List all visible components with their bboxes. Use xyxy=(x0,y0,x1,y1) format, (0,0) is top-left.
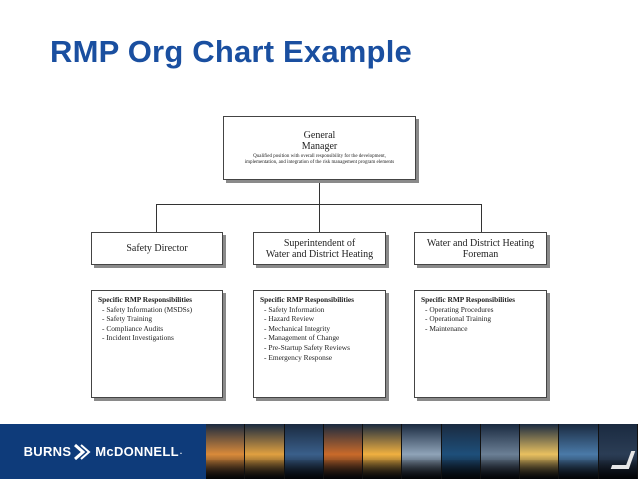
list-item: Safety Training xyxy=(102,314,216,324)
footer-photo-tile xyxy=(245,424,285,479)
logo-text-suffix: . xyxy=(179,447,183,456)
burns-mcdonnell-swoosh-icon xyxy=(74,443,91,460)
general-manager-desc-line1: Qualified position with overall responsi… xyxy=(253,154,386,159)
general-manager-desc-line2: implementation, and integration of the r… xyxy=(244,160,395,165)
superintendent-box: Superintendent of Water and District Hea… xyxy=(253,232,386,265)
list-item: Maintenance xyxy=(425,324,540,334)
superintendent-title-line2: Water and District Heating xyxy=(265,248,374,260)
general-manager-title-line2: Manager xyxy=(301,141,338,152)
list-item: Hazard Review xyxy=(264,314,379,324)
general-manager-description: Qualified position with overall responsi… xyxy=(239,154,401,166)
slide-title: RMP Org Chart Example xyxy=(50,34,412,69)
photo-strip xyxy=(206,424,638,479)
foreman-responsibilities: Specific RMP Responsibilities Operating … xyxy=(414,290,547,398)
footer-photo-tile xyxy=(284,424,324,479)
footer-photo-tile xyxy=(559,424,599,479)
general-manager-title: General Manager xyxy=(302,130,338,152)
logo-text-mcdonnell: McDONNELL xyxy=(95,444,179,459)
responsibility-list: Operating Procedures Operational Trainin… xyxy=(421,305,540,334)
responsibilities-header: Specific RMP Responsibilities xyxy=(98,295,193,304)
list-item: Pre-Startup Safety Reviews xyxy=(264,343,379,353)
responsibility-list: Safety Information Hazard Review Mechani… xyxy=(260,305,379,363)
superintendent-responsibilities: Specific RMP Responsibilities Safety Inf… xyxy=(253,290,386,398)
safety-director-responsibilities: Specific RMP Responsibilities Safety Inf… xyxy=(91,290,223,398)
footer-photo-tile xyxy=(598,424,638,479)
responsibilities-header: Specific RMP Responsibilities xyxy=(421,295,516,304)
responsibilities-header: Specific RMP Responsibilities xyxy=(260,295,355,304)
list-item: Operational Training xyxy=(425,314,540,324)
foreman-title-line2: Foreman xyxy=(462,248,499,260)
list-item: Mechanical Integrity xyxy=(264,324,379,334)
footer-photo-tile xyxy=(402,424,442,479)
list-item: Management of Change xyxy=(264,333,379,343)
foreman-box: Water and District Heating Foreman xyxy=(414,232,547,265)
list-item: Compliance Audits xyxy=(102,324,216,334)
footer-photo-tile xyxy=(363,424,403,479)
general-manager-box: General Manager Qualified position with … xyxy=(223,116,416,180)
list-item: Safety Information xyxy=(264,305,379,315)
foreman-title-line1: Water and District Heating xyxy=(426,237,535,249)
list-item: Operating Procedures xyxy=(425,305,540,315)
list-item: Incident Investigations xyxy=(102,333,216,343)
connector-superintendent xyxy=(319,204,320,233)
connector-safety-director xyxy=(156,204,157,233)
safety-director-box: Safety Director xyxy=(91,232,223,265)
footer-banner: BURNS McDONNELL . xyxy=(0,424,638,479)
safety-director-title: Safety Director xyxy=(126,243,188,254)
list-item: Safety Information (MSDSs) xyxy=(102,305,216,315)
footer-photo-tile xyxy=(323,424,364,479)
footer-photo-tile xyxy=(520,424,560,479)
list-item: Emergency Response xyxy=(264,353,379,363)
connector-gm-down xyxy=(319,181,320,205)
general-manager-title-line1: General xyxy=(303,130,336,141)
footer-photo-tile xyxy=(206,424,246,479)
footer-photo-tile xyxy=(480,424,521,479)
responsibility-list: Safety Information (MSDSs) Safety Traini… xyxy=(98,305,216,343)
footer-photo-tile xyxy=(441,424,481,479)
logo-wordmark: BURNS McDONNELL . xyxy=(24,443,183,461)
company-logo: BURNS McDONNELL . xyxy=(0,424,206,479)
connector-foreman xyxy=(481,204,482,233)
superintendent-title-line1: Superintendent of xyxy=(283,237,356,249)
logo-text-burns: BURNS xyxy=(23,444,72,459)
